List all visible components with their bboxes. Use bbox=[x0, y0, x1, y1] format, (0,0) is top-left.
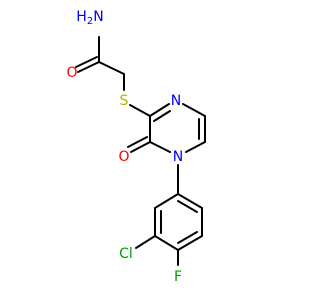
bond-c-o-amide-1 bbox=[77, 61, 100, 73]
bond-c-ch2 bbox=[98, 61, 125, 75]
bond-c3-n4-double bbox=[153, 110, 171, 122]
bond-c3-n4 bbox=[149, 103, 170, 117]
sulfur-label: S bbox=[120, 93, 129, 109]
bond-ph4-ph5-double bbox=[177, 231, 198, 244]
bond-c2-o bbox=[130, 141, 151, 153]
amide-oxygen-label: O bbox=[66, 65, 77, 81]
amide-nh2-label: H2N bbox=[76, 9, 103, 27]
bond-ph4-ph5 bbox=[177, 235, 203, 251]
bond-n4-c5 bbox=[182, 103, 206, 117]
bond-c-o-amide-2 bbox=[75, 56, 98, 68]
chlorine-label: Cl bbox=[119, 246, 133, 262]
fluorine-label: F bbox=[174, 269, 182, 285]
ring-nitrogen-bottom-label: N bbox=[173, 149, 183, 165]
bond-s-c3 bbox=[129, 104, 151, 117]
bond-ph6-ph1-double bbox=[177, 200, 198, 213]
atom-labels: H2N O S N N O Cl F bbox=[66, 9, 183, 285]
bond-n1-c2 bbox=[149, 141, 171, 153]
bond-c2-o-double bbox=[127, 136, 148, 148]
ring-nitrogen-top-label: N bbox=[171, 93, 181, 109]
molecule-diagram: H2N O S N N O Cl F bbox=[66, 9, 206, 285]
structure-svg: H2N O S N N O Cl F bbox=[66, 9, 206, 285]
bond-ph6-ph1 bbox=[177, 193, 203, 209]
ring-oxygen-label: O bbox=[118, 149, 129, 165]
bond-ph1-ph2 bbox=[154, 193, 179, 209]
bond-c6-n1 bbox=[185, 141, 206, 153]
bond-ph3-cl bbox=[135, 235, 156, 249]
bonds bbox=[75, 36, 206, 266]
bond-ph3-ph4 bbox=[154, 235, 179, 251]
